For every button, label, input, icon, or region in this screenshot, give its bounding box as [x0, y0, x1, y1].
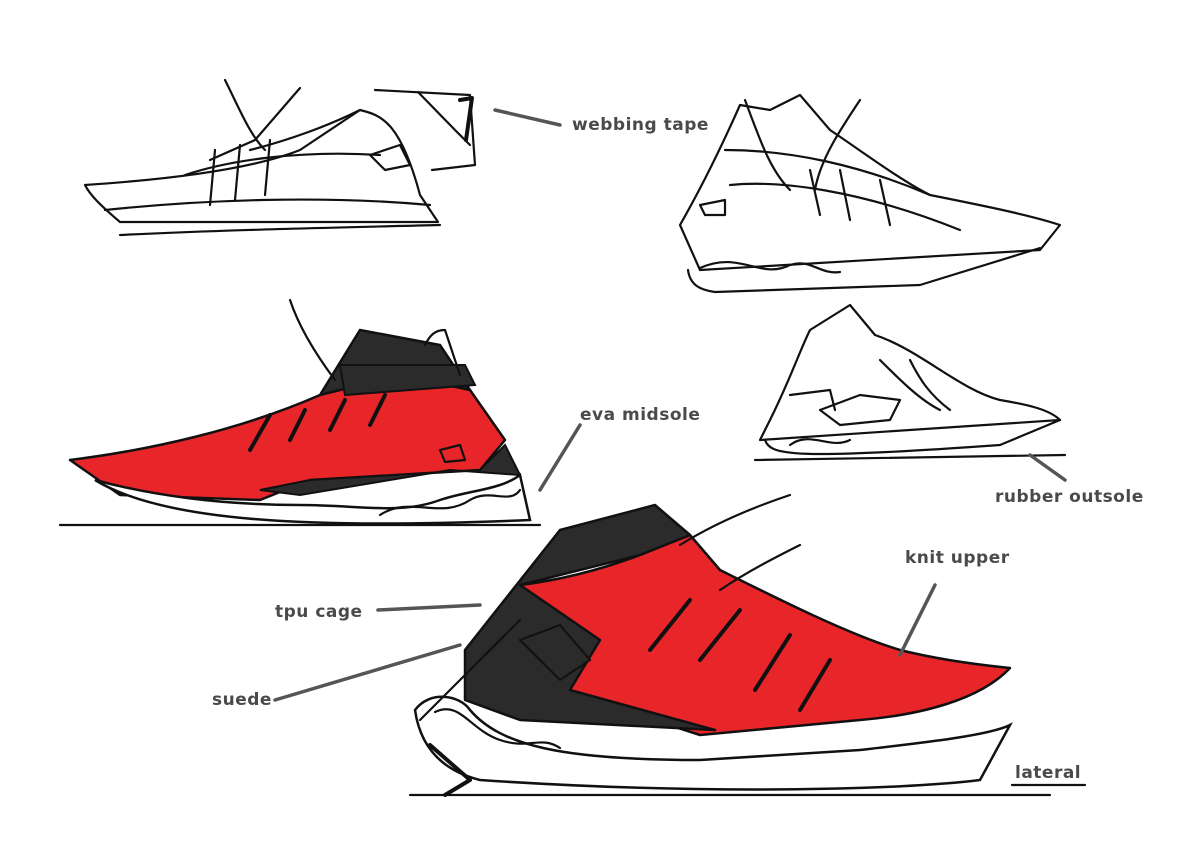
label-eva-midsole: eva midsole — [580, 405, 700, 425]
label-webbing-tape: webbing tape — [572, 115, 709, 135]
shoe-sketch-top-left — [83, 78, 442, 237]
shoe-sketch-middle-left-color — [58, 298, 582, 527]
webbing-tape-detail — [373, 88, 562, 172]
shoe-sketch-top-right — [678, 93, 1062, 294]
label-rubber-outsole: rubber outsole — [995, 487, 1144, 507]
label-suede: suede — [212, 690, 272, 710]
label-tpu-cage: tpu cage — [275, 602, 363, 622]
label-view-lateral: lateral — [1015, 763, 1081, 783]
label-knit-upper: knit upper — [905, 548, 1010, 568]
shoe-sketch-bottom-large-color — [273, 493, 1052, 797]
shoe-sketch-middle-right — [753, 303, 1067, 482]
